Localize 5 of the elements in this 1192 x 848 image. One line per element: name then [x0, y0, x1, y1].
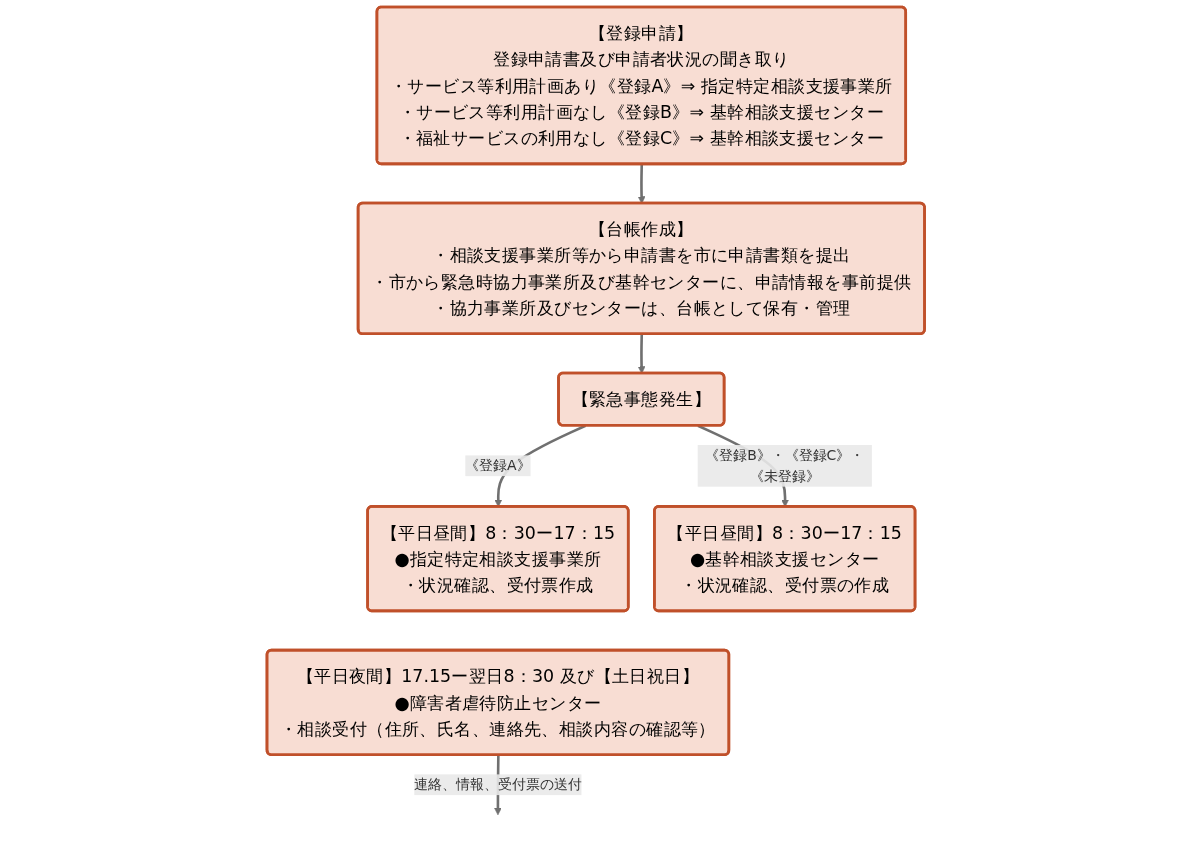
- arrow: [638, 334, 646, 374]
- edge-label: 《登録B》・《登録C》・《未登録》: [705, 446, 865, 485]
- edge-label: 連絡、情報、受付票の送付: [414, 776, 582, 793]
- arrow: [638, 164, 646, 204]
- edge-label: 《登録A》: [465, 457, 531, 474]
